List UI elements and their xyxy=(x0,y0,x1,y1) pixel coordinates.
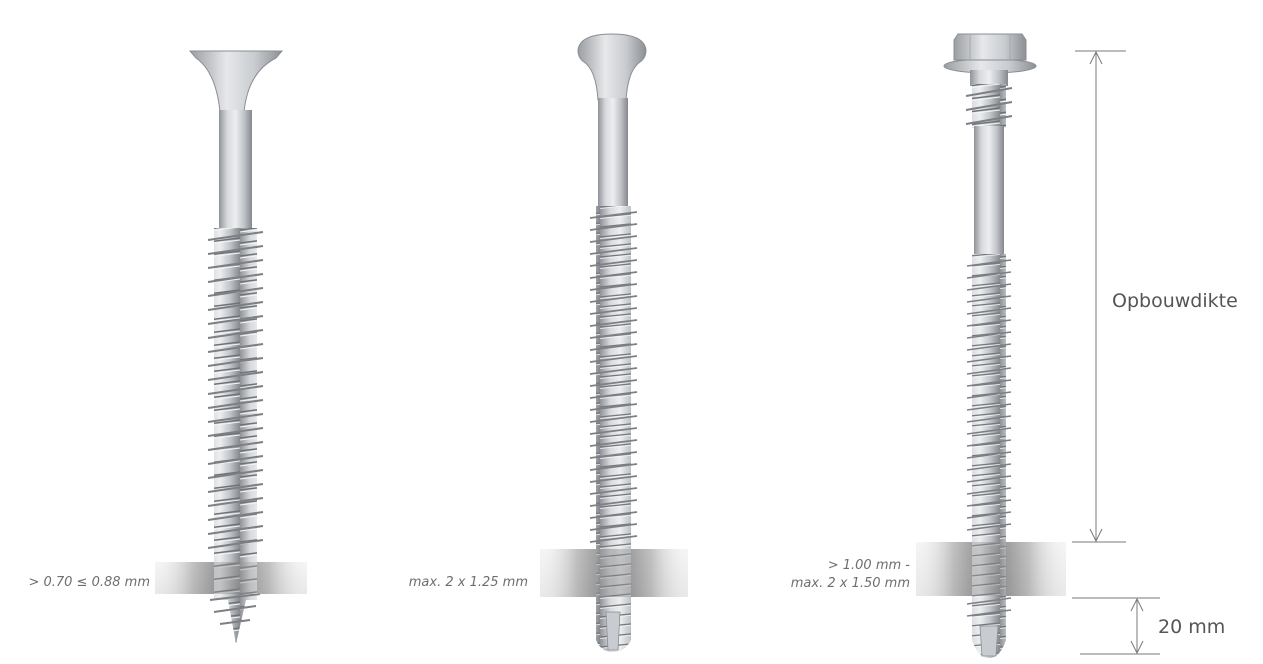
thread-crests xyxy=(589,211,638,543)
arrow-down-icon xyxy=(1089,528,1103,543)
thickness-label-screw-2: max. 2 x 1.25 mm xyxy=(408,575,528,590)
pan-head xyxy=(577,33,647,101)
thread-crests xyxy=(966,259,1012,617)
shank xyxy=(219,110,252,230)
thickness-label-screw-3-line-2: max. 2 x 1.50 mm xyxy=(790,576,910,591)
thread-crests xyxy=(207,231,264,625)
build-up-dimension xyxy=(1072,50,1126,543)
thickness-label-screw-1: > 0.70 ≤ 0.88 mm xyxy=(28,575,150,590)
arrow-down-icon xyxy=(1130,640,1144,655)
tip-dimension xyxy=(1072,597,1160,655)
thickness-label-screw-3-line-1: > 1.00 mm - xyxy=(827,558,910,573)
tip-length-label: 20 mm xyxy=(1158,616,1226,638)
hex-head-screw xyxy=(916,33,1066,658)
shank xyxy=(598,98,628,208)
arrow-up-icon xyxy=(1130,597,1144,612)
hex-head xyxy=(953,33,1027,61)
countersunk-screw xyxy=(155,50,307,644)
arrow-up-icon xyxy=(1089,50,1103,65)
pan-head-screw xyxy=(540,33,688,652)
build-up-thickness-label: Opbouwdikte xyxy=(1112,290,1238,312)
shank xyxy=(974,126,1004,256)
countersunk-head xyxy=(188,50,284,113)
